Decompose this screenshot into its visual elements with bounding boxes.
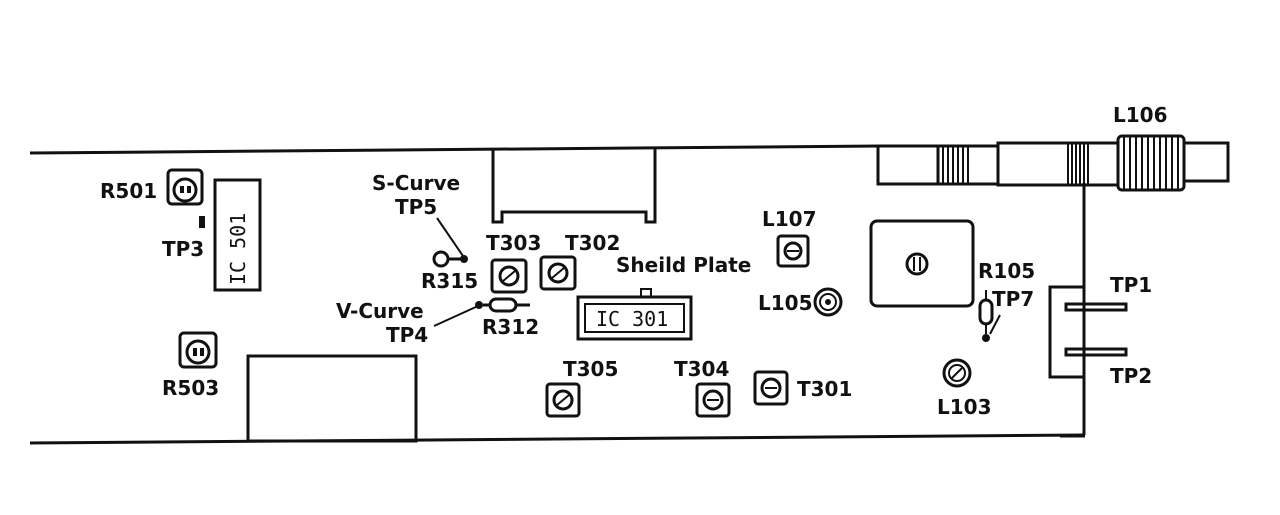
tp4-label: TP4	[386, 323, 428, 347]
l106-coil-assembly	[876, 134, 1230, 192]
r501-trimmer	[166, 168, 204, 206]
t303-transformer	[490, 258, 528, 294]
adjustment-block	[869, 219, 975, 308]
ic301-label: IC 301	[596, 307, 668, 331]
r105-resistor	[978, 290, 994, 342]
s-curve-label: S-Curve	[372, 171, 460, 195]
v-curve-label: V-Curve	[336, 299, 424, 323]
l105-label: L105	[758, 291, 813, 315]
r315-component	[432, 250, 468, 268]
ic301-chip	[576, 295, 693, 341]
t301-label: T301	[797, 377, 852, 401]
t302-transformer	[539, 255, 577, 291]
l106-shade	[1067, 144, 1089, 184]
l107-label: L107	[762, 207, 817, 231]
tp3-pin	[199, 216, 205, 228]
t301-transformer	[753, 370, 789, 406]
t303-label: T303	[486, 231, 541, 255]
tp4-leader	[433, 305, 479, 327]
t304-label: T304	[674, 357, 729, 381]
tp5-label: TP5	[395, 195, 437, 219]
tp7-label: TP7	[992, 287, 1034, 311]
r503-label: R503	[162, 376, 219, 400]
tp-connector-bracket	[1048, 285, 1128, 379]
top-shield-bracket	[491, 147, 657, 224]
ic501-label: IC 501	[226, 213, 250, 285]
tp2-label: TP2	[1110, 364, 1152, 388]
l106-label: L106	[1113, 103, 1168, 127]
r312-component	[475, 297, 530, 313]
r315-label: R315	[421, 269, 478, 293]
l107-coil	[776, 234, 810, 268]
r503-trimmer	[178, 331, 218, 369]
t305-transformer	[545, 382, 581, 418]
l106-windings	[1123, 137, 1179, 189]
sheild-plate-label: Sheild Plate	[616, 253, 751, 277]
t305-label: T305	[563, 357, 618, 381]
r312-label: R312	[482, 315, 539, 339]
r105-label: R105	[978, 259, 1035, 283]
tp5-leader	[436, 217, 464, 257]
tp3-label: TP3	[162, 237, 204, 261]
l105-coil	[813, 287, 843, 317]
tp1-label: TP1	[1110, 273, 1152, 297]
t304-transformer	[695, 382, 731, 418]
l103-label: L103	[937, 395, 992, 419]
l106-hatching	[942, 147, 969, 183]
l103-coil	[942, 358, 972, 388]
ic501-chip	[213, 178, 262, 292]
r501-label: R501	[100, 179, 157, 203]
t302-label: T302	[565, 231, 620, 255]
tp7-leader	[989, 314, 1001, 335]
bottom-left-block	[246, 354, 418, 443]
